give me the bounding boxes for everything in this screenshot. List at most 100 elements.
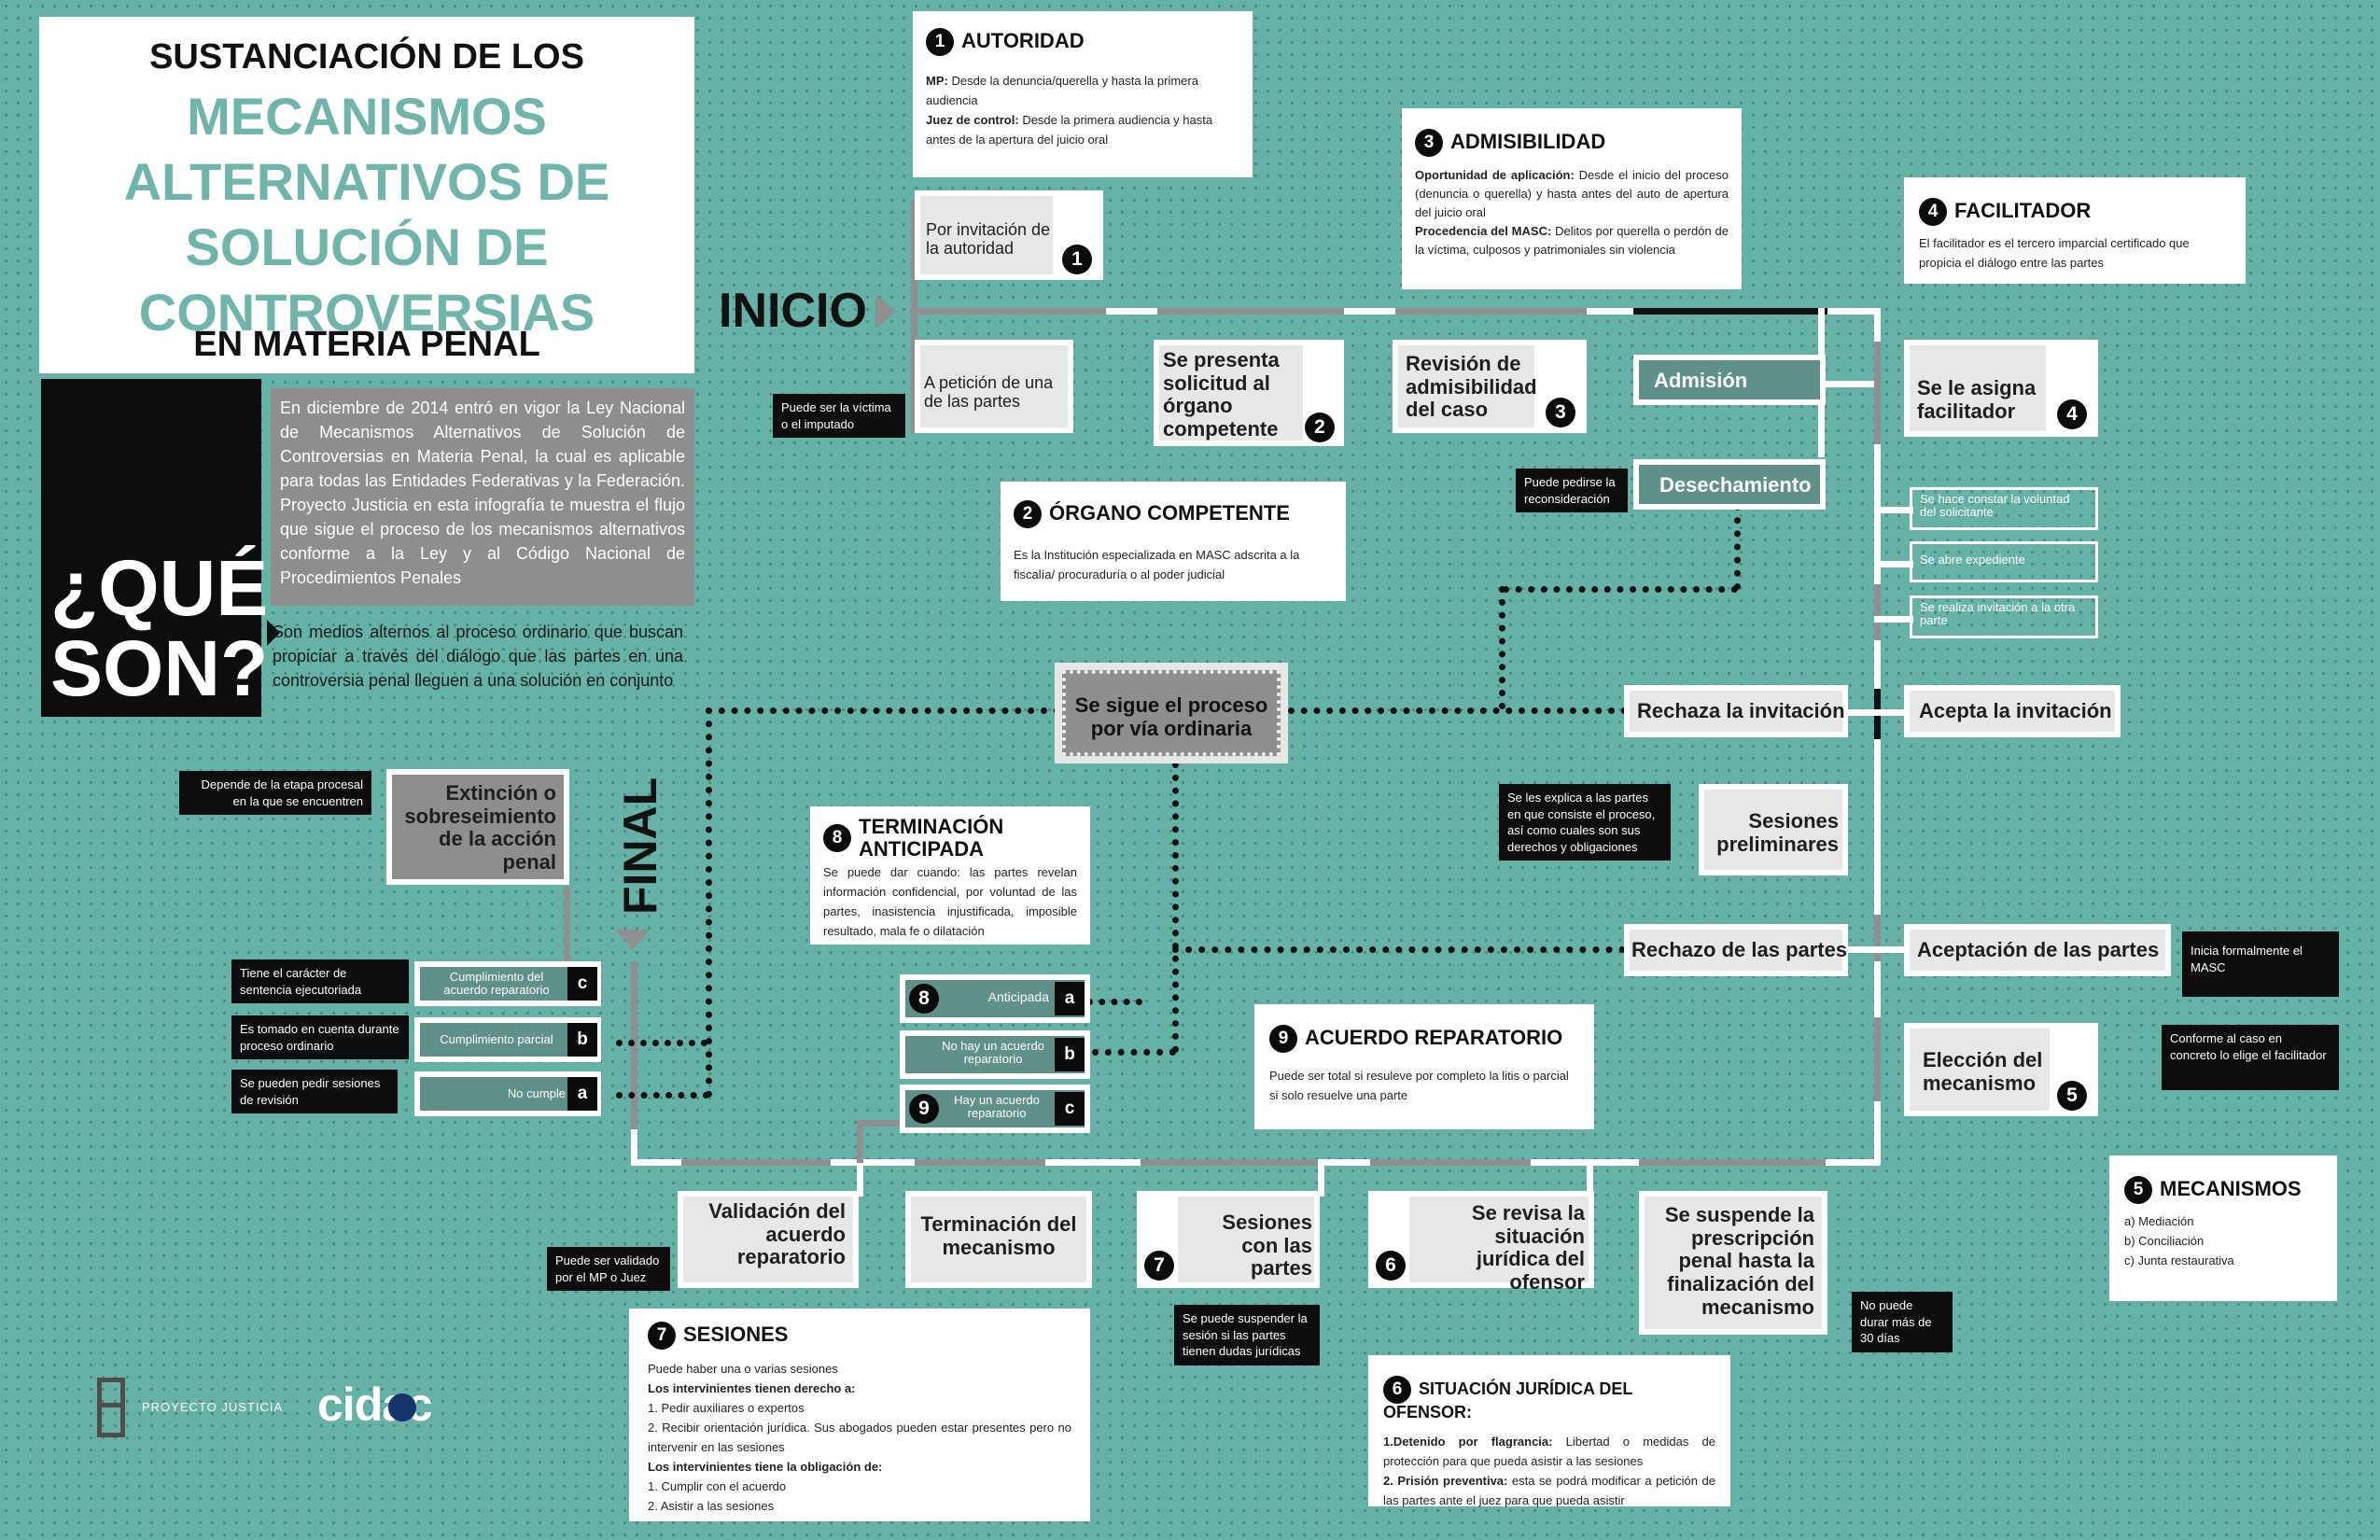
flow-line xyxy=(1874,584,1881,640)
terminacion-text: Se puede dar cuando: las partes revelan … xyxy=(823,865,1077,939)
compliance-parcial-label: Cumplimiento parcial xyxy=(440,1032,553,1046)
outcome-hay-acuerdo[interactable]: 9 Hay un acuerdo reparatorio c xyxy=(900,1085,1090,1133)
compliance-no-cumple[interactable]: No cumple a xyxy=(414,1071,601,1116)
outcome-no-acuerdo-label: No hay un acuerdo reparatorio xyxy=(942,1039,1044,1066)
proyecto-justicia-logo-text: PROYECTO JUSTICIA xyxy=(142,1400,284,1414)
acuerdo-text: Puede ser total si resuleve por completo… xyxy=(1269,1069,1569,1102)
flow-line xyxy=(1848,709,1904,716)
flow-line xyxy=(1874,915,1881,961)
node-constar[interactable]: Se hace constar la voluntad del solicita… xyxy=(1910,487,2098,530)
node-expediente[interactable]: Se abre expediente xyxy=(1910,541,2098,582)
flow-line xyxy=(1587,1159,1593,1197)
node-suspende[interactable]: Se suspende la prescripción penal hasta … xyxy=(1639,1191,1827,1335)
node-admision-label: Admisión xyxy=(1654,369,1748,392)
node-suspende-inner xyxy=(1645,1197,1822,1329)
note-explica: Se les explica a las partes en que consi… xyxy=(1499,784,1671,861)
title-teal-2: ALTERNATIVOS DE xyxy=(123,152,610,211)
node-constar-label: Se hace constar la voluntad del solicita… xyxy=(1920,492,2070,519)
mecanismos-list: a) Mediación b) Conciliación c) Junta re… xyxy=(2124,1211,2322,1270)
compliance-cumplimiento-label: Cumplimiento del acuerdo reparatorio xyxy=(443,970,550,997)
que-son-heading-2: SON? xyxy=(50,624,269,712)
outcome-no-acuerdo-letter: b xyxy=(1055,1038,1085,1071)
dashed-path xyxy=(1172,946,1626,953)
flow-line xyxy=(1157,308,1344,315)
node-desechamiento[interactable]: Desechamiento xyxy=(1633,459,1826,510)
title-teal-1: MECANISMOS xyxy=(187,87,547,146)
flow-line xyxy=(1587,308,1633,315)
node-asigna-inner xyxy=(1910,345,2046,431)
mecanismos-number-icon: 5 xyxy=(2124,1176,2152,1204)
inicio-label: INICIO xyxy=(719,284,867,338)
organo-title: ÓRGANO COMPETENTE xyxy=(1049,500,1290,525)
terminacion-title-2: ANTICIPADA xyxy=(859,837,985,861)
node-aceptacion-label: Aceptación de las partes xyxy=(1917,938,2160,961)
node-revisa-label: Se revisa la situación jurídica del ofen… xyxy=(1471,1201,1585,1294)
autoridad-mp-label: MP: xyxy=(926,74,948,88)
acuerdo-title: ACUERDO REPARATORIO xyxy=(1305,1025,1563,1049)
node-acepta[interactable]: Acepta la invitación xyxy=(1904,685,2121,737)
node-peticion[interactable]: A petición de una de las partes xyxy=(915,340,1073,433)
compliance-no-cumple-inner xyxy=(420,1077,567,1111)
node-eleccion-inner xyxy=(1910,1029,2050,1111)
node-admision[interactable]: Admisión xyxy=(1633,355,1826,405)
node-sesiones[interactable]: Sesiones con las partes 7 xyxy=(1137,1191,1320,1288)
situacion-d-text: Libertad o medidas de protección para qu… xyxy=(1383,1434,1715,1468)
autoridad-juez-label: Juez de control: xyxy=(926,113,1019,127)
node-revision-label: Revisión de admisibilidad del caso xyxy=(1406,352,1537,422)
node-invitacion-inner xyxy=(920,196,1053,274)
note-suspender: Se puede suspender la sesión si las part… xyxy=(1174,1305,1320,1365)
autoridad-number-icon: 1 xyxy=(926,28,954,56)
node-eleccion-label: Elección del mecanismo xyxy=(1923,1048,2043,1095)
node-extincion-label: Extinción o sobreseimiento de la acción … xyxy=(404,781,556,874)
node-ordinaria[interactable]: Se sigue el proceso por vía ordinaria xyxy=(1055,663,1288,763)
sesiones-line: Los intervinientes tiene la obligación d… xyxy=(648,1460,883,1474)
node-solicitud[interactable]: Se presenta solicitud al órgano competen… xyxy=(1154,340,1344,446)
flow-line xyxy=(1344,308,1395,315)
flow-line xyxy=(1818,381,1874,387)
node-termmec[interactable]: Terminación del mecanismo xyxy=(905,1191,1092,1288)
compliance-parcial[interactable]: Cumplimiento parcial b xyxy=(414,1017,601,1062)
compliance-no-cumple-label: No cumple xyxy=(507,1086,566,1100)
autoridad-mp-text: Desde la denuncia/querella y hasta la pr… xyxy=(926,74,1198,107)
dashed-path xyxy=(706,707,1060,714)
node-revisa-inner xyxy=(1409,1197,1589,1282)
node-peticion-inner xyxy=(920,345,1068,427)
node-validacion[interactable]: Validación del acuerdo reparatorio xyxy=(678,1191,859,1288)
node-aceptacion[interactable]: Aceptación de las partes xyxy=(1904,924,2171,976)
node-sesiones-number-icon: 7 xyxy=(1144,1251,1174,1281)
node-preliminares-inner xyxy=(1704,790,1842,870)
que-son-text: Son medios alternos al proceso ordinario… xyxy=(273,620,683,693)
node-realiza[interactable]: Se realiza invitación a la otra parte xyxy=(1910,595,2098,638)
cidac-logo-dot-icon xyxy=(388,1393,416,1421)
node-revision[interactable]: Revisión de admisibilidad del caso 3 xyxy=(1393,340,1587,433)
node-asigna[interactable]: Se le asigna facilitador 4 xyxy=(1904,340,2098,437)
node-preliminares[interactable]: Sesiones preliminares xyxy=(1699,784,1848,875)
node-rechazo[interactable]: Rechazo de las partes xyxy=(1624,924,1848,976)
flow-line xyxy=(681,1159,831,1166)
node-revisa[interactable]: Se revisa la situación jurídica del ofen… xyxy=(1368,1191,1594,1294)
flow-line xyxy=(1874,616,1913,623)
node-asigna-number-icon: 4 xyxy=(2057,399,2087,429)
outcome-no-acuerdo[interactable]: No hay un acuerdo reparatorio b xyxy=(900,1030,1090,1079)
dashed-path xyxy=(616,1040,707,1046)
node-extincion[interactable]: Extinción o sobreseimiento de la acción … xyxy=(386,769,569,885)
acuerdo-number-icon: 9 xyxy=(1269,1025,1297,1053)
node-eleccion[interactable]: Elección del mecanismo 5 xyxy=(1904,1023,2098,1116)
title-panel: SUSTANCIACIÓN DE LOS MECANISMOS ALTERNAT… xyxy=(39,17,694,373)
node-invitacion[interactable]: Por invitación de la autoridad 1 xyxy=(915,190,1103,280)
outcome-anticipada[interactable]: 8 Anticipada a xyxy=(900,974,1090,1023)
compliance-cumplimiento[interactable]: Cumplimiento del acuerdo reparatorio c xyxy=(414,961,601,1006)
node-rechaza[interactable]: Rechaza la invitación xyxy=(1624,685,1848,737)
node-realiza-label: Se realiza invitación a la otra parte xyxy=(1920,600,2076,627)
node-revision-inner xyxy=(1398,345,1534,427)
flow-line xyxy=(1874,342,1881,444)
node-ordinaria-inner xyxy=(1062,670,1281,756)
flow-line xyxy=(1370,1159,1531,1166)
dashed-path xyxy=(1503,586,1738,593)
